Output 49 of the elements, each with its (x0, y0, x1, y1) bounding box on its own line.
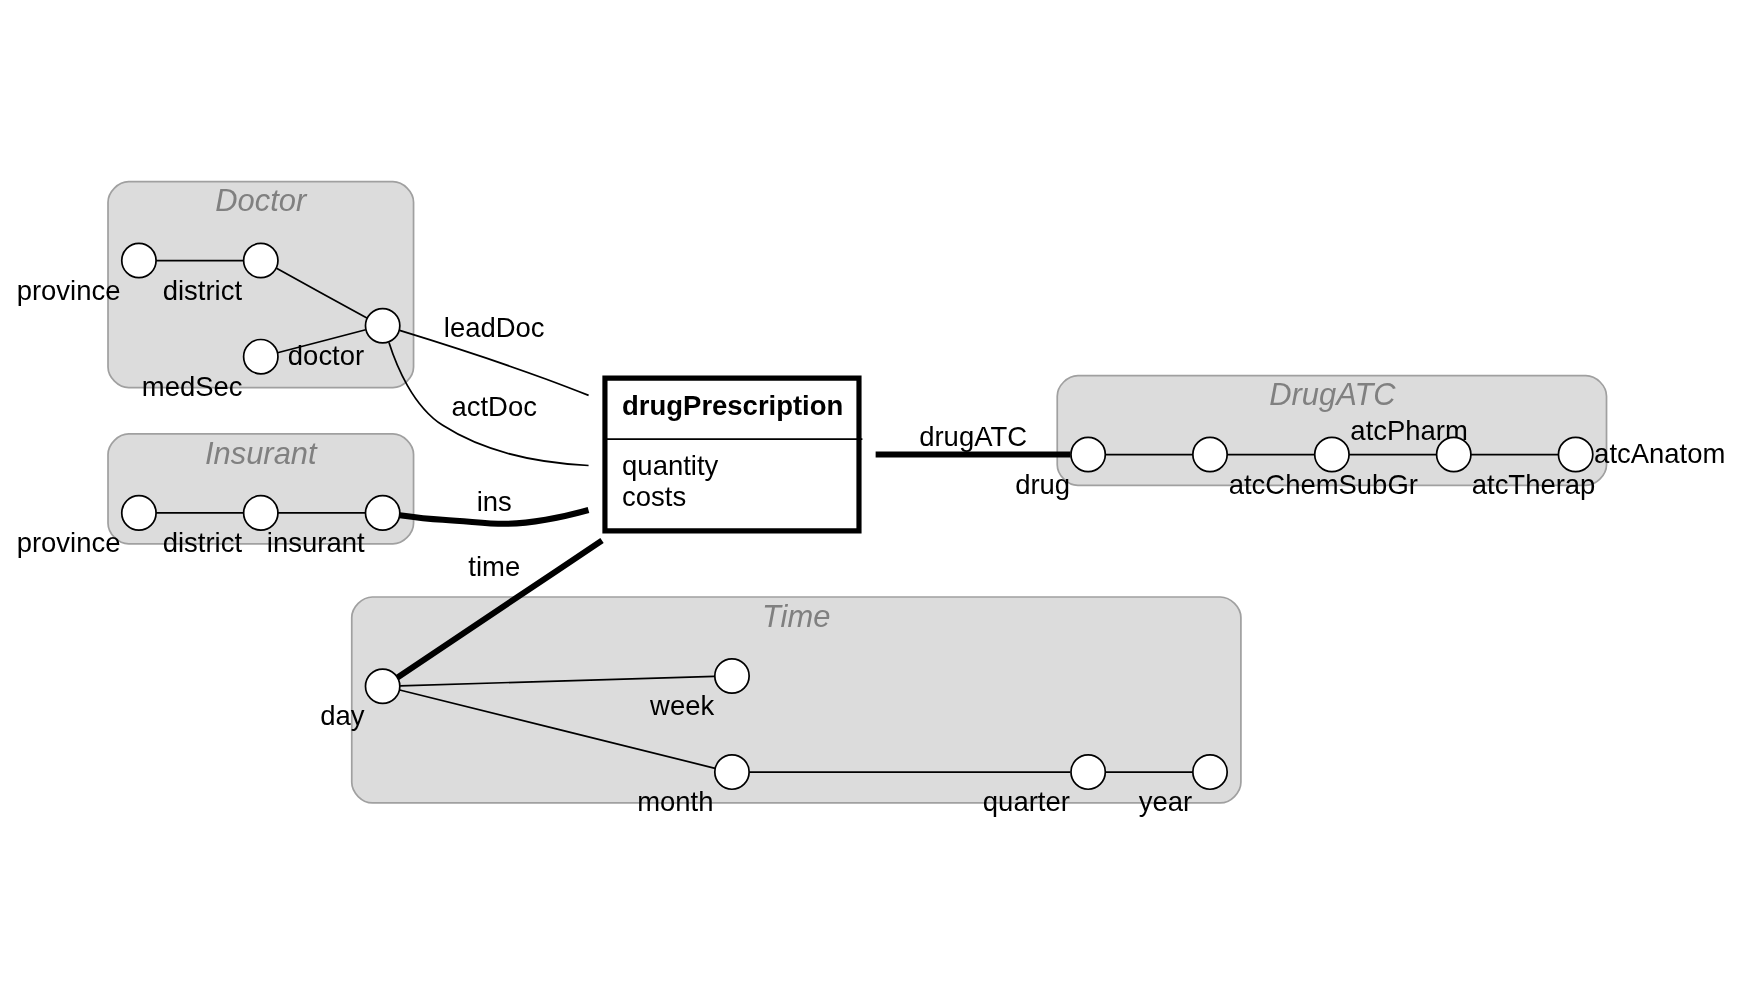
edge-label: actDoc (451, 390, 537, 422)
node-circle (364, 667, 401, 704)
edge-label: leadDoc (443, 311, 545, 343)
connector (398, 329, 590, 396)
node-circle (120, 242, 157, 279)
connector (388, 341, 590, 466)
node-circle (1313, 436, 1350, 473)
connector (155, 259, 245, 261)
node-circle (1070, 753, 1107, 790)
node-circle (364, 494, 401, 531)
node-label: quarter (982, 785, 1070, 817)
node-circle (364, 307, 401, 344)
node-circle (1557, 436, 1594, 473)
connector (399, 675, 716, 687)
node-circle (1192, 753, 1229, 790)
node-circle (713, 753, 750, 790)
node-label: medSec (141, 370, 243, 402)
node-circle (1192, 436, 1229, 473)
node-label: province (16, 274, 121, 306)
node-circle (1070, 436, 1107, 473)
connector (1470, 453, 1559, 455)
connector (399, 506, 590, 527)
connector (1104, 453, 1194, 455)
connector (875, 451, 1071, 458)
node-circle (120, 494, 157, 531)
connector (748, 770, 1072, 773)
connector (1104, 770, 1194, 773)
node-circle (242, 494, 279, 531)
connector (398, 688, 716, 769)
node-label: week (650, 689, 715, 721)
connector (276, 328, 367, 354)
connector (395, 537, 604, 680)
edge-label: drugATC (919, 420, 1028, 452)
node-label: atcPharm (1350, 414, 1468, 446)
connector (1226, 453, 1316, 455)
node-label: year (1138, 785, 1193, 817)
connector (275, 266, 368, 319)
connector (1348, 453, 1438, 455)
node-label: district (162, 274, 243, 306)
connector (155, 511, 245, 514)
node-label: day (320, 699, 365, 731)
node-circle (242, 338, 279, 375)
edge-label: time (468, 550, 521, 582)
node-label: doctor (287, 339, 365, 371)
node-circle (242, 242, 279, 279)
node-label: month (637, 785, 714, 817)
edge-label: ins (476, 485, 512, 517)
node-circle (713, 657, 750, 694)
connector (277, 511, 366, 514)
